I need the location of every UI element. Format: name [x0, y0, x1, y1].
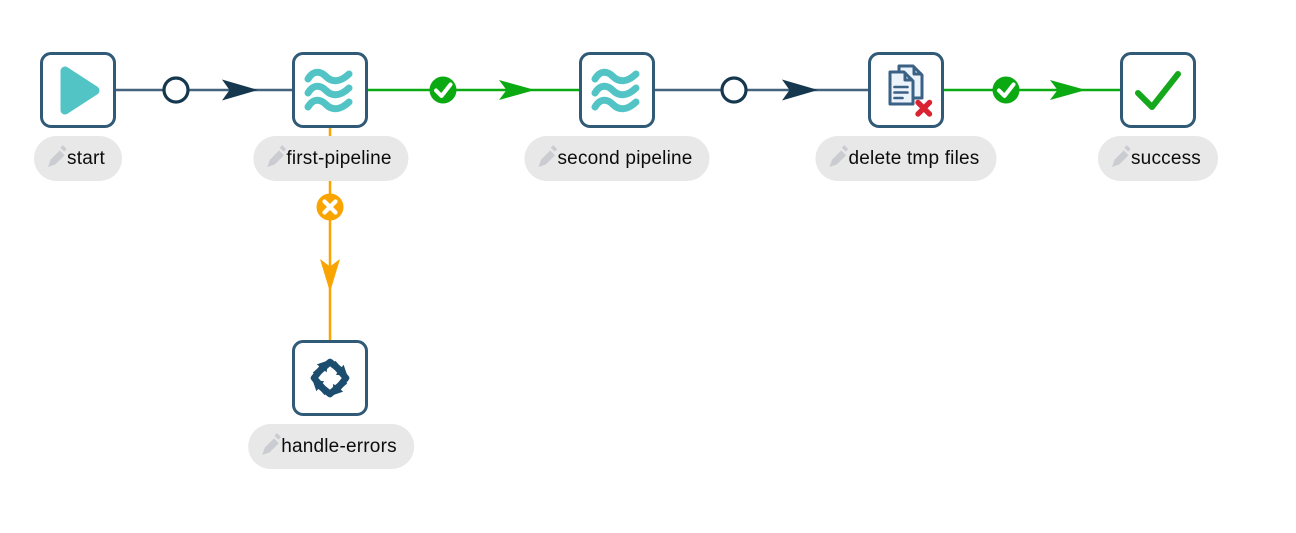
hop-arrowhead	[499, 80, 535, 100]
node-first-pipeline[interactable]	[292, 52, 368, 128]
edit-pencil-icon	[1106, 145, 1133, 172]
node-success[interactable]	[1120, 52, 1196, 128]
node-label-delete-tmp-files[interactable]: delete tmp files	[815, 136, 997, 181]
node-label-success[interactable]: success	[1097, 136, 1219, 181]
hop-arrowhead	[320, 259, 340, 292]
node-label-first-pipeline[interactable]: first-pipeline	[253, 136, 409, 181]
node-label-second-pipeline[interactable]: second pipeline	[524, 136, 710, 181]
hop-start-to-first-pipeline[interactable]	[78, 76, 330, 104]
hop-first-pipeline-to-second-pipeline[interactable]	[330, 76, 617, 104]
edit-pencil-icon	[824, 145, 851, 172]
check-glyph	[997, 82, 1016, 98]
node-start[interactable]	[40, 52, 116, 128]
x-glyph	[322, 199, 338, 215]
workflow-cycle-icon	[295, 343, 365, 413]
unconditional-hop-icon[interactable]	[162, 76, 190, 104]
hop-arrowhead	[782, 79, 818, 101]
unconditional-hop-icon[interactable]	[720, 76, 748, 104]
hop-second-pipeline-to-delete-tmp-files[interactable]	[617, 76, 906, 104]
check-glyph	[434, 82, 453, 98]
success-check-icon	[1135, 71, 1181, 110]
play-icon	[60, 66, 100, 115]
edit-pencil-icon	[532, 145, 559, 172]
node-label-start[interactable]: start	[34, 136, 122, 181]
node-label-text: success	[1130, 147, 1202, 169]
node-label-text: second pipeline	[557, 147, 693, 169]
node-second-pipeline[interactable]	[579, 52, 655, 128]
node-label-handle-errors[interactable]: handle-errors	[248, 424, 414, 469]
node-label-text: start	[67, 147, 105, 169]
edit-pencil-icon	[261, 145, 288, 172]
node-label-text: handle-errors	[281, 435, 397, 457]
edit-pencil-icon	[256, 433, 283, 460]
delete-files-icon	[888, 64, 933, 117]
edit-pencil-icon	[42, 145, 69, 172]
hop-first-pipeline-to-handle-errors[interactable]	[316, 128, 344, 340]
success-hop-icon[interactable]	[429, 76, 457, 104]
node-label-text: delete tmp files	[848, 147, 980, 169]
node-label-text: first-pipeline	[286, 147, 392, 169]
node-handle-errors[interactable]	[292, 340, 368, 416]
pipeline-icon	[304, 68, 353, 113]
hop-delete-tmp-files-to-success[interactable]	[906, 76, 1158, 104]
success-hop-icon[interactable]	[992, 76, 1020, 104]
hop-arrowhead	[222, 79, 258, 101]
hop-arrowhead	[1050, 80, 1086, 100]
node-delete-tmp-files[interactable]	[868, 52, 944, 128]
pipeline-icon	[591, 68, 640, 113]
